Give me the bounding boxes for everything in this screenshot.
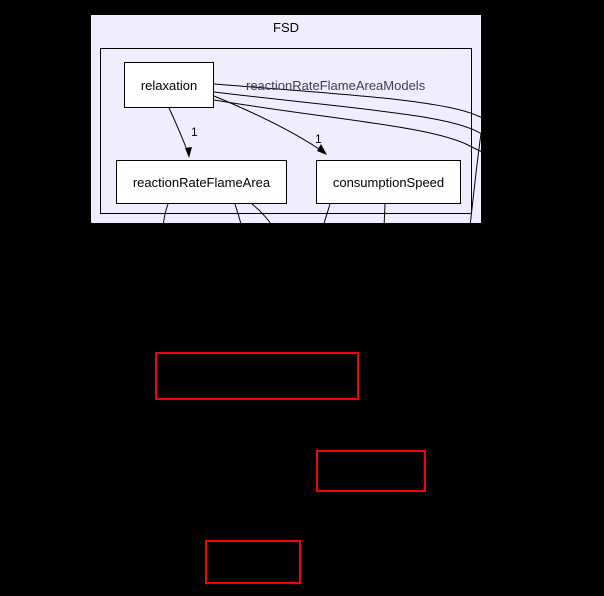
- edge-cs-down: [372, 203, 386, 445]
- arrowhead-rrfa-down-left: [235, 529, 244, 538]
- node-reaction-rate-flame-area[interactable]: reactionRateFlameArea: [116, 160, 287, 204]
- node-consumption-speed[interactable]: consumptionSpeed: [316, 160, 461, 204]
- arrowhead-cs-down: [368, 439, 376, 449]
- external-node-1[interactable]: [155, 352, 359, 400]
- arrowhead-right-down: [436, 438, 444, 449]
- external-node-2[interactable]: [316, 450, 426, 492]
- cluster-fsd-label: FSD: [273, 20, 299, 35]
- edge-rrfa-down-1: [234, 203, 269, 347]
- edge-rrfa-down-2: [251, 203, 309, 347]
- arrowhead-rrfa-down-2: [304, 341, 312, 351]
- edge-cs-down-left: [295, 203, 331, 347]
- node-consumption-speed-label: consumptionSpeed: [332, 174, 445, 190]
- external-node-3[interactable]: [205, 540, 301, 584]
- cluster-reaction-rate-flame-area-models-label: reactionRateFlameAreaModels: [246, 78, 426, 93]
- node-relaxation[interactable]: relaxation: [124, 62, 214, 108]
- arrowhead-rrfa-down-1: [264, 341, 272, 351]
- node-reaction-rate-flame-area-label: reactionRateFlameArea: [132, 174, 271, 190]
- arrowhead-cs-down-left: [291, 341, 299, 351]
- node-relaxation-label: relaxation: [140, 77, 198, 93]
- arrowhead-left-corner: [221, 528, 229, 539]
